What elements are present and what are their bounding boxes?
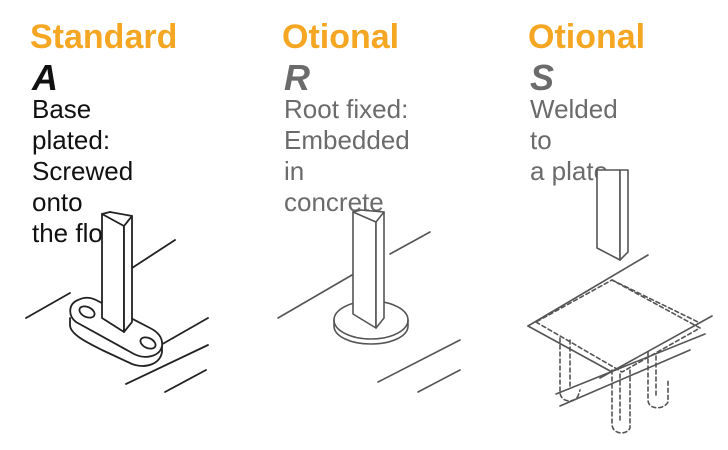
option-a-heading: Standard [30, 18, 178, 56]
post-edge [352, 209, 362, 213]
plate-hidden-edge [611, 279, 699, 323]
screw-hole [139, 336, 157, 350]
post [375, 211, 385, 329]
embed-collar [333, 319, 409, 345]
option-s-letter: S [530, 57, 555, 98]
base-plate [69, 317, 163, 367]
plate-edge [555, 333, 706, 395]
concrete-line [377, 339, 461, 383]
post [352, 211, 377, 329]
floor-line [131, 239, 176, 269]
concrete-line [417, 369, 461, 393]
root-fixed-illustration [277, 209, 461, 393]
post-edge [360, 209, 385, 213]
option-r-description: Root fixed: Embedded in concrete [284, 94, 410, 217]
anchor-hook [647, 351, 669, 409]
post-edge [109, 211, 133, 217]
anchor-hook [611, 369, 631, 434]
post [619, 169, 629, 261]
post [123, 215, 133, 333]
post-edge [101, 211, 111, 215]
hidden-anchor-bars [535, 279, 701, 434]
plate-hidden-edge [535, 279, 701, 373]
welded-plate-illustration [527, 169, 713, 434]
base-plate-illustration [25, 211, 209, 393]
option-r-letter: R [284, 57, 310, 98]
screw-hole [78, 305, 96, 319]
option-s-description: Welded to a plate [530, 94, 618, 186]
plate-edge [559, 349, 691, 407]
post [101, 213, 125, 333]
plate-edge [599, 315, 713, 379]
anchor-hook [559, 337, 581, 402]
option-s-heading: Otional [528, 18, 646, 56]
floor-line [164, 369, 207, 393]
floor-line [25, 292, 71, 319]
option-a-letter: A [32, 57, 58, 98]
concrete-line [389, 231, 431, 255]
concrete-line [277, 274, 353, 319]
option-r-heading: Otional [282, 18, 400, 56]
floor-line [125, 344, 209, 385]
post [596, 169, 621, 261]
option-a-description: Base plated: Screwed onto the floor [32, 94, 134, 248]
plate-edge [527, 254, 649, 327]
